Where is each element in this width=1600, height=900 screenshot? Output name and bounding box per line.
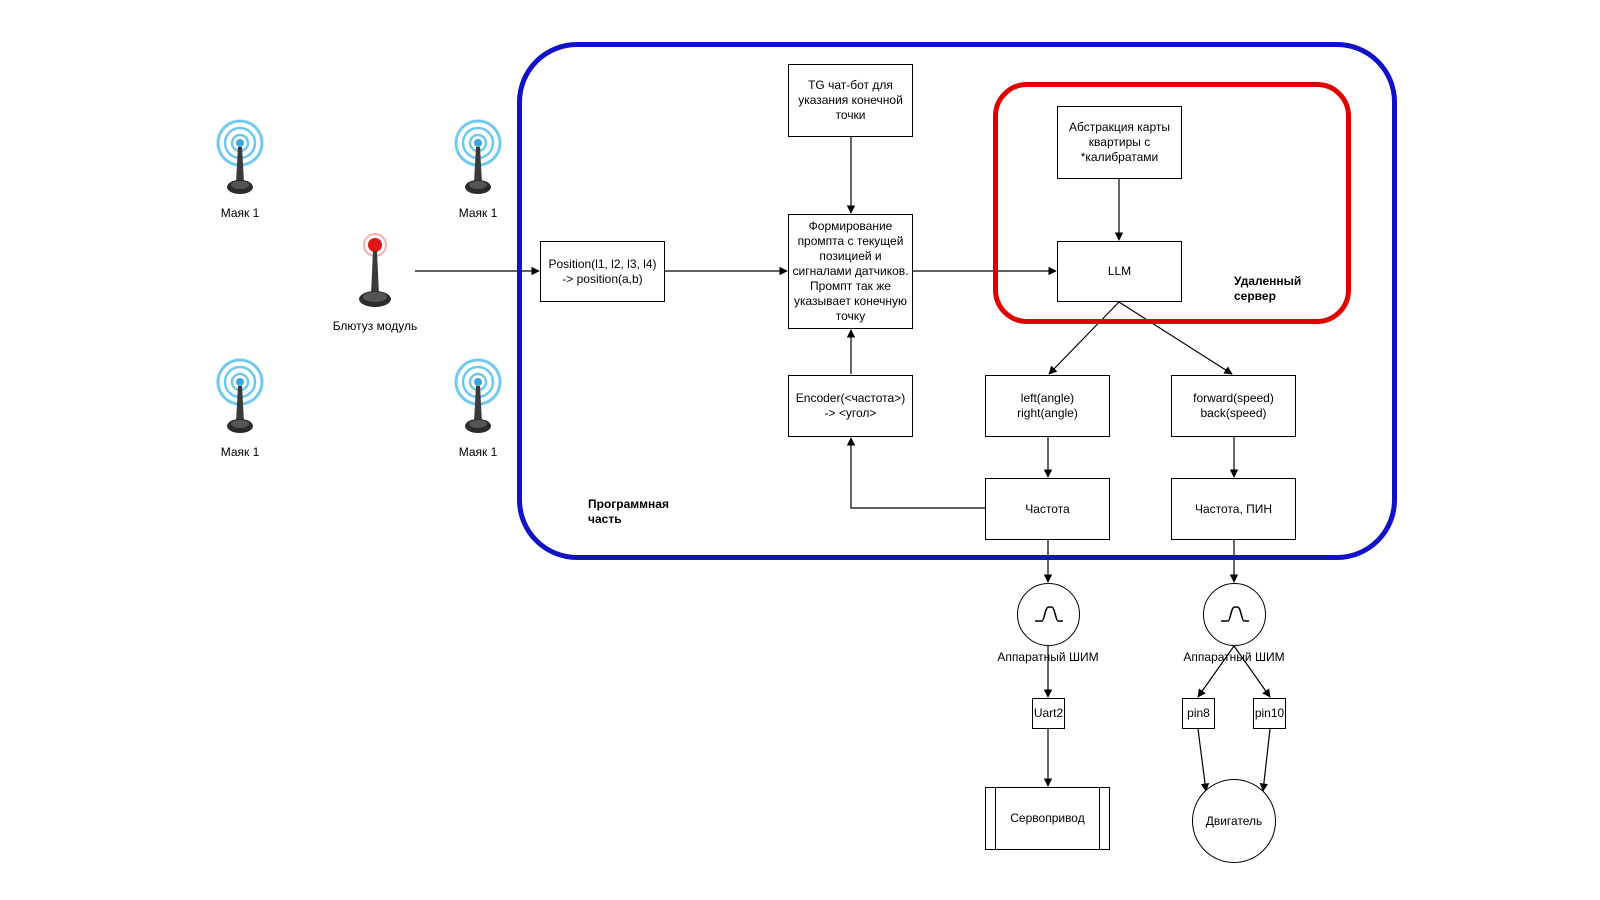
pwm-circle [1017, 583, 1080, 646]
server-group-label: Удаленный сервер [1234, 274, 1302, 303]
beacon-label: Маяк 1 [458, 206, 498, 220]
beacon-antenna-icon [216, 358, 265, 433]
motor-circle: Двигатель [1192, 779, 1276, 863]
beacon-label: Маяк 1 [220, 206, 260, 220]
beacon-antenna-icon [454, 358, 503, 433]
pwm-label: Аппаратный ШИМ [997, 650, 1099, 664]
encoder-block: Encoder(<частота>) -> <угол> [788, 375, 913, 437]
bluetooth-antenna-icon [359, 233, 391, 307]
pin8: pin8 [1182, 698, 1215, 729]
map-abstraction-block: Абстракция карты квартиры с *калибратами [1057, 106, 1182, 179]
beacon-antenna-icon [454, 119, 503, 194]
edge-pwm2-pin8 [1197, 645, 1235, 698]
prompt-block: Формирование промпта с текущей позицией … [788, 214, 913, 329]
bluetooth-label: Блютуз модуль [332, 319, 418, 333]
beacon-label: Маяк 1 [458, 445, 498, 459]
position-block: Position(l1, l2, l3, l4) -> position(a,b… [540, 241, 665, 302]
software-part-group [517, 42, 1397, 560]
edge-llm-leftright [1048, 301, 1120, 375]
remote-server-group [993, 82, 1351, 324]
pwm-wave-icon [1220, 605, 1249, 622]
tg-bot-block: TG чат-бот для указания конечной точки [788, 64, 913, 137]
edge-pin8-motor [1197, 728, 1210, 792]
left-right-block: left(angle) right(angle) [985, 375, 1110, 437]
edge-pwm2-pin10 [1233, 645, 1271, 698]
edge-pin10-motor [1259, 728, 1271, 792]
beacon-label: Маяк 1 [220, 445, 260, 459]
pwm-label: Аппаратный ШИМ [1183, 650, 1285, 664]
edge-freq-encoder [846, 437, 985, 509]
llm-block: LLM [1057, 241, 1182, 302]
pwm-circle [1203, 583, 1266, 646]
frequency-block: Частота [985, 478, 1110, 540]
beacon-antenna-icon [216, 119, 265, 194]
forward-back-block: forward(speed) back(speed) [1171, 375, 1296, 437]
pin10: pin10 [1253, 698, 1286, 729]
frequency-pin-block: Частота, ПИН [1171, 478, 1296, 540]
pwm-wave-icon [1034, 605, 1063, 622]
edge-llm-forward [1118, 301, 1233, 375]
uart2-pin: Uart2 [1032, 698, 1065, 729]
software-group-label: Программная часть [588, 497, 669, 526]
servo-block: Сервопривод [985, 787, 1110, 850]
